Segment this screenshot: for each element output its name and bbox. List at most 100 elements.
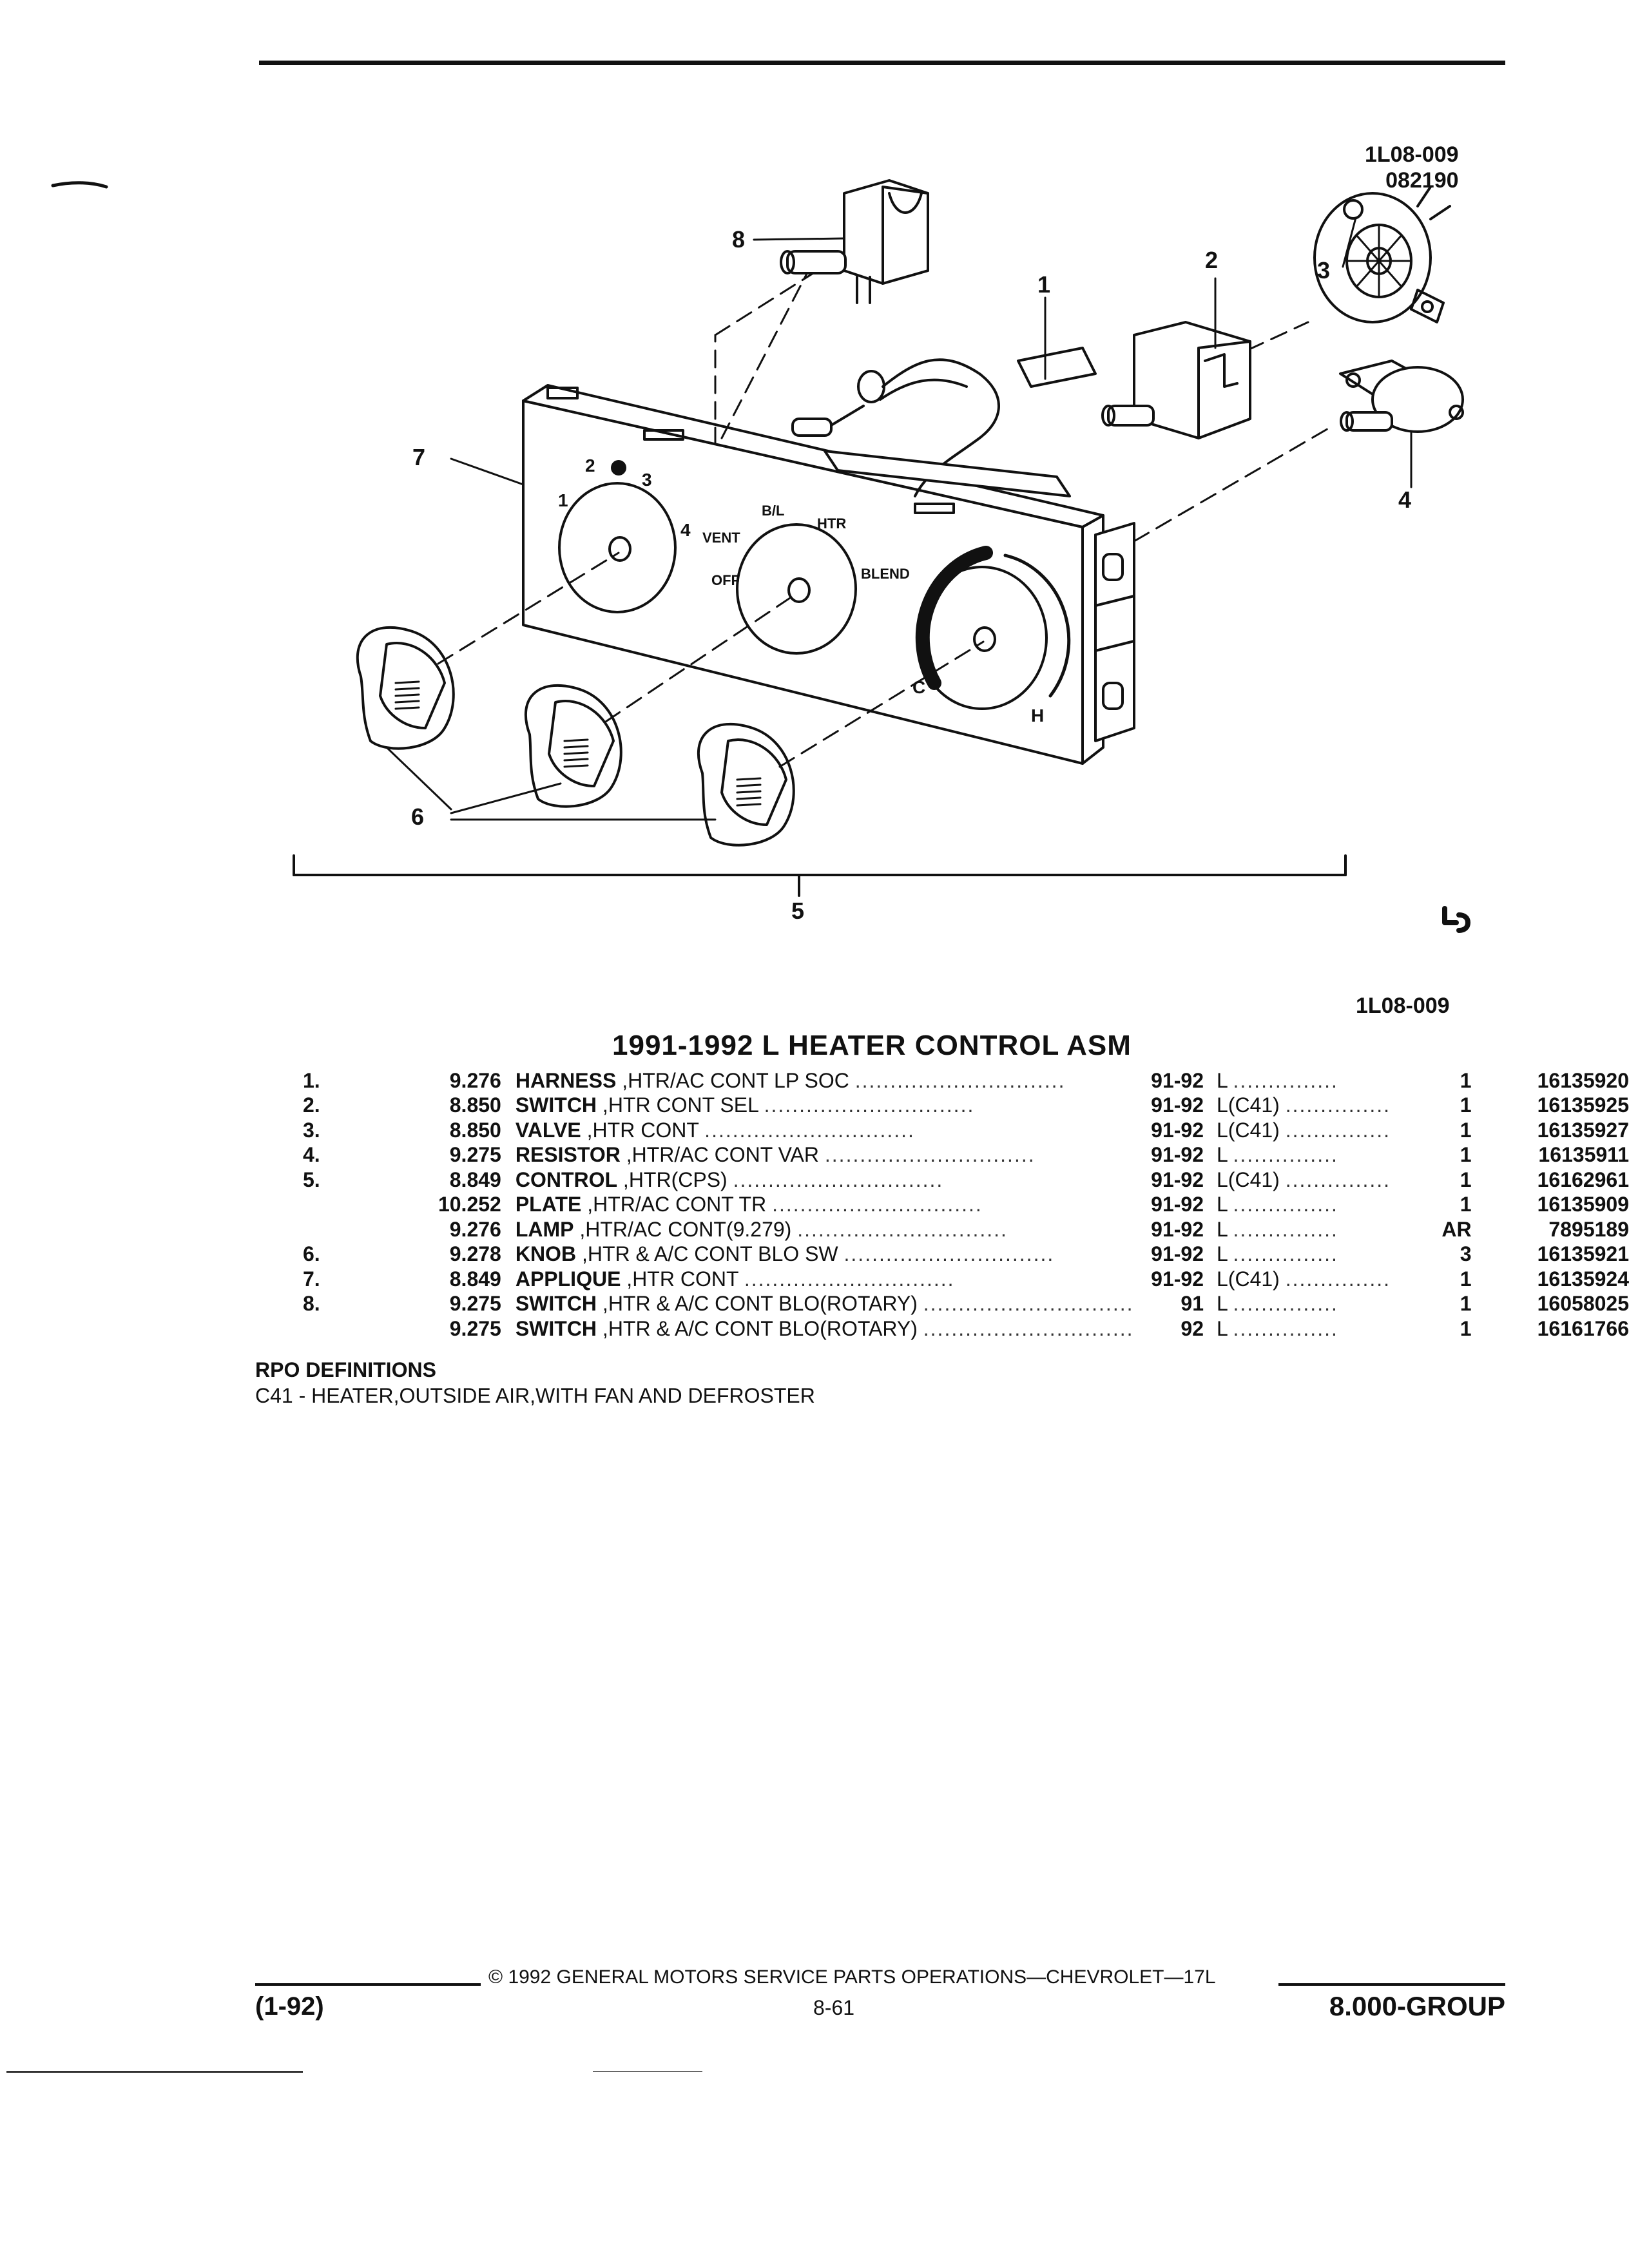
quantity: 1	[1460, 1168, 1472, 1191]
parts-row: 1. 9.276 HARNESS ,HTR/AC CONT LP SOC ...…	[303, 1068, 1629, 1093]
mode-mark-blend: BLEND	[861, 566, 910, 582]
part-description: RESISTOR ,HTR/AC CONT VAR ..............…	[515, 1143, 1036, 1167]
series: L(C41) ...............	[1217, 1118, 1391, 1142]
item-index: 6.	[303, 1242, 320, 1266]
parts-row: 10.252 PLATE ,HTR/AC CONT TR ...........…	[303, 1193, 1629, 1218]
model-years: 91-92	[1151, 1242, 1204, 1266]
callout-1: 1	[1037, 271, 1051, 298]
temperature-dial	[915, 546, 1071, 710]
part-number: 16135909	[1537, 1193, 1629, 1216]
item-index: 5.	[303, 1168, 320, 1191]
mode-mark-bl: B/L	[762, 503, 784, 519]
model-years: 91-92	[1151, 1168, 1204, 1191]
control-panel-applique	[522, 384, 1135, 765]
scan-artifact-line	[6, 2071, 303, 2073]
series: L ...............	[1217, 1242, 1338, 1266]
parts-row: 4. 9.275 RESISTOR ,HTR/AC CONT VAR .....…	[303, 1143, 1629, 1168]
parts-row: 8. 9.275 SWITCH ,HTR & A/C CONT BLO(ROTA…	[303, 1292, 1629, 1317]
parts-row: 3. 8.850 VALVE ,HTR CONT ...............…	[303, 1118, 1629, 1143]
parts-table: 1. 9.276 HARNESS ,HTR/AC CONT LP SOC ...…	[303, 1068, 1629, 1341]
series: L(C41) ...............	[1217, 1093, 1391, 1117]
fan-mark-4: 4	[680, 520, 691, 540]
footer-page-number: 8-61	[813, 1996, 855, 2019]
quantity: 1	[1460, 1267, 1472, 1291]
part-number: 16135911	[1538, 1143, 1629, 1167]
quantity: 1	[1460, 1068, 1472, 1092]
series: L ...............	[1217, 1316, 1338, 1340]
rpo-heading: RPO DEFINITIONS	[255, 1358, 436, 1381]
parts-row: 9.275 SWITCH ,HTR & A/C CONT BLO(ROTARY)…	[303, 1316, 1629, 1341]
group-number: 9.278	[449, 1242, 501, 1266]
footer-copyright: © 1992 GENERAL MOTORS SERVICE PARTS OPER…	[488, 1966, 1216, 1988]
part-description: APPLIQUE ,HTR CONT .....................…	[515, 1267, 955, 1291]
parts-row: 7. 8.849 APPLIQUE ,HTR CONT ............…	[303, 1267, 1629, 1292]
parts-row: 5. 8.849 CONTROL ,HTR(CPS) .............…	[303, 1168, 1629, 1193]
part-description: LAMP ,HTR/AC CONT(9.279) ...............…	[515, 1217, 1008, 1241]
item-index: 2.	[303, 1093, 320, 1117]
part-number: 16135920	[1537, 1068, 1629, 1092]
fan-symbol-icon	[611, 460, 626, 476]
figure-code-bottom: 1L08-009	[1356, 994, 1450, 1018]
series: L ...............	[1217, 1193, 1338, 1216]
rpo-definition: C41 - HEATER,OUTSIDE AIR,WITH FAN AND DE…	[255, 1384, 815, 1407]
part-8-blower-switch	[780, 179, 929, 304]
knob-3	[697, 722, 795, 847]
parts-row: 6. 9.278 KNOB ,HTR & A/C CONT BLO SW ...…	[303, 1242, 1629, 1267]
item-index	[303, 1217, 351, 1242]
quantity: 1	[1460, 1193, 1472, 1216]
model-years: 91-92	[1151, 1093, 1204, 1117]
part-1-harness	[791, 347, 1097, 497]
callout-2: 2	[1205, 247, 1219, 273]
figure-date-code: 082190	[1385, 168, 1459, 193]
item-index: 1.	[303, 1068, 320, 1092]
part-4-resistor	[1339, 360, 1464, 433]
footer-rule-right	[1278, 1983, 1505, 1986]
parts-list-title: 1991-1992 L HEATER CONTROL ASM	[612, 1030, 1132, 1061]
part-number: 16135924	[1537, 1267, 1629, 1291]
footer-rule-left	[255, 1983, 481, 1986]
knob-1	[356, 626, 455, 750]
fan-dial	[558, 482, 677, 613]
item-index: 4.	[303, 1143, 320, 1167]
part-description: PLATE ,HTR/AC CONT TR ..................…	[515, 1193, 983, 1216]
series: L ...............	[1217, 1068, 1338, 1092]
parts-row: 2. 8.850 SWITCH ,HTR CONT SEL ..........…	[303, 1093, 1629, 1119]
part-2-selector-switch	[1101, 321, 1251, 439]
item-index	[303, 1193, 351, 1218]
group-number: 9.276	[449, 1217, 501, 1241]
part-3-vacuum-valve	[1313, 186, 1451, 323]
model-years: 91	[1181, 1292, 1204, 1316]
callout-4: 4	[1398, 486, 1412, 513]
group-number: 8.849	[449, 1267, 501, 1291]
group-number: 8.850	[449, 1093, 501, 1117]
part-description: VALVE ,HTR CONT ........................…	[515, 1118, 915, 1142]
footer-revision: (1-92)	[255, 1992, 324, 2021]
part-number: 16135925	[1537, 1093, 1629, 1117]
item-index: 3.	[303, 1118, 320, 1142]
part-number: 16058025	[1537, 1292, 1629, 1316]
model-years: 91-92	[1151, 1267, 1204, 1291]
series: L ...............	[1217, 1217, 1338, 1241]
part-description: CONTROL ,HTR(CPS) ......................…	[515, 1168, 944, 1191]
parts-row: 9.276 LAMP ,HTR/AC CONT(9.279) .........…	[303, 1217, 1629, 1242]
part-number: 16135927	[1537, 1118, 1629, 1142]
model-years: 91-92	[1151, 1143, 1204, 1167]
quantity: 3	[1460, 1242, 1472, 1266]
part-number: 16162961	[1537, 1168, 1629, 1191]
part-description: SWITCH ,HTR CONT SEL ...................…	[515, 1093, 975, 1117]
callout-3: 3	[1317, 257, 1331, 284]
group-number: 8.849	[449, 1168, 501, 1191]
figure-code-top: 1L08-009	[1365, 142, 1459, 167]
part-number: 16161766	[1537, 1316, 1629, 1340]
mode-dial	[736, 523, 857, 655]
quantity: 1	[1460, 1093, 1472, 1117]
model-years: 91-92	[1151, 1118, 1204, 1142]
model-years: 92	[1181, 1316, 1204, 1340]
temp-mark-h: H	[1031, 706, 1044, 726]
part-description: HARNESS ,HTR/AC CONT LP SOC ............…	[515, 1068, 1066, 1092]
series: L ...............	[1217, 1292, 1338, 1316]
quantity: 1	[1460, 1143, 1472, 1167]
fan-mark-3: 3	[642, 470, 652, 490]
series: L ...............	[1217, 1143, 1338, 1167]
item-index: 7.	[303, 1267, 320, 1291]
